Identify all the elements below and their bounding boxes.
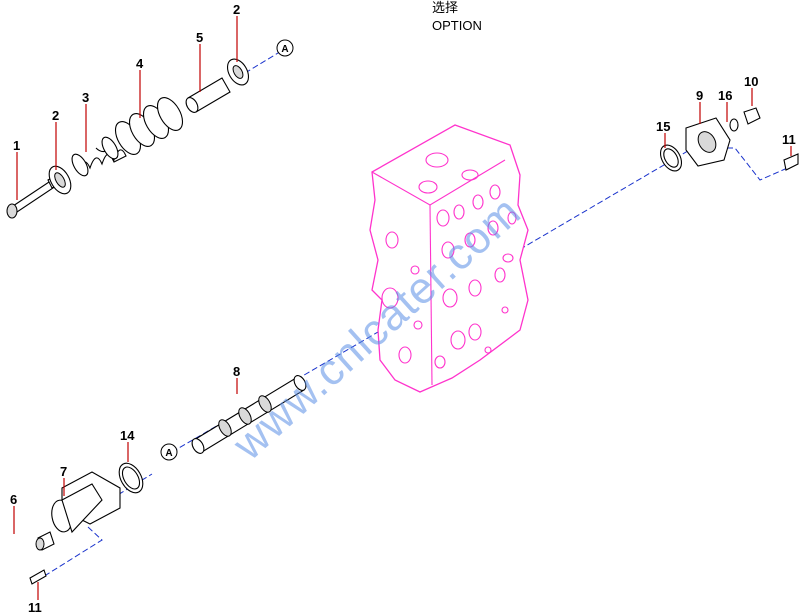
part-2-washer xyxy=(48,165,72,195)
callout-7: 7 xyxy=(60,464,67,479)
callout-10: 10 xyxy=(744,74,758,89)
callout-2-right: 2 xyxy=(233,2,240,17)
callout-5: 5 xyxy=(196,30,203,45)
reference-a-label: A xyxy=(165,448,172,459)
callout-3: 3 xyxy=(82,90,89,105)
callout-15: 15 xyxy=(656,119,670,134)
callout-2-left: 2 xyxy=(52,108,59,123)
part-14-oring xyxy=(118,462,144,494)
callout-4: 4 xyxy=(136,56,144,71)
part-8-spool xyxy=(191,375,307,454)
reference-a-lower: A xyxy=(160,443,178,461)
part-2-washer-upper xyxy=(226,58,250,86)
callout-8: 8 xyxy=(233,364,240,379)
part-15-oring xyxy=(659,144,683,172)
callout-14: 14 xyxy=(120,428,135,443)
callout-6: 6 xyxy=(10,492,17,507)
callout-11-lower: 11 xyxy=(28,600,42,614)
callout-16: 16 xyxy=(718,88,732,103)
part-7-cover xyxy=(51,471,121,534)
callout-9: 9 xyxy=(696,88,703,103)
part-11-bolt-lower xyxy=(29,569,47,585)
part-3-spring xyxy=(71,136,127,177)
header-option: OPTION xyxy=(432,18,482,33)
part-6-plug xyxy=(35,531,55,551)
part-16-washer xyxy=(729,118,739,132)
part-5-sleeve xyxy=(185,77,231,113)
valve-body xyxy=(369,124,529,393)
part-9-cover xyxy=(685,117,731,167)
callouts: 1 2 3 4 5 2 8 14 7 6 11 15 9 16 10 11 xyxy=(10,2,796,614)
callout-11-right: 11 xyxy=(782,132,796,147)
part-11-bolt-right xyxy=(783,153,799,171)
callout-1: 1 xyxy=(13,138,20,153)
part-10-nut xyxy=(743,107,761,125)
reference-a-upper: A xyxy=(276,39,294,57)
header-chinese: 选择 xyxy=(432,0,458,15)
reference-a-label: A xyxy=(281,44,288,55)
leader-lines xyxy=(13,16,792,600)
part-4-spring xyxy=(114,97,184,155)
